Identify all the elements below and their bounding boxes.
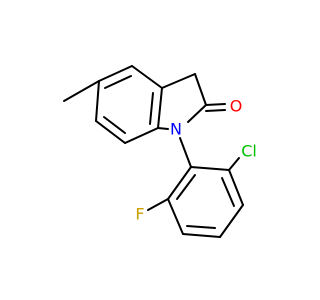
bond-phenyl-6-inner xyxy=(176,174,196,200)
bond-benzo-1-inner xyxy=(104,75,132,89)
bond-n-phenyl xyxy=(179,137,192,168)
bond-phenyl-4 xyxy=(182,233,221,238)
bond-benzo-3-inner xyxy=(149,92,154,125)
bond-phenyl-2-inner xyxy=(221,177,235,207)
bond-ring-ch2-a xyxy=(161,73,196,89)
bond-methyl xyxy=(63,80,100,102)
bond-phenyl-5 xyxy=(167,198,184,235)
molecule-structure: O N Cl F xyxy=(63,65,257,238)
atom-fluorine: F xyxy=(135,205,144,224)
atom-oxygen: O xyxy=(230,97,243,116)
bond-ring-n-aryl xyxy=(157,127,169,130)
bond-benzo-6 xyxy=(95,80,100,122)
bond-carbonyl-2 xyxy=(205,109,226,112)
bond-benzo-5-inner xyxy=(103,116,126,134)
bond-cl xyxy=(228,157,240,171)
bond-benzo-3 xyxy=(157,87,163,129)
bond-phenyl-4-inner xyxy=(186,225,216,229)
atom-chlorine: Cl xyxy=(241,142,257,161)
bond-phenyl-2 xyxy=(228,169,244,206)
bond-ring-carbonyl-n xyxy=(187,104,207,123)
bond-benzo-5 xyxy=(95,120,126,144)
bond-f xyxy=(147,198,169,211)
bond-phenyl-1 xyxy=(190,166,230,171)
bond-phenyl-6 xyxy=(167,166,192,200)
bond-benzo-1 xyxy=(98,65,133,82)
bond-skeleton xyxy=(63,65,244,238)
bond-benzo-4 xyxy=(124,127,159,144)
bond-carbonyl-1 xyxy=(205,103,226,106)
bond-benzo-2 xyxy=(131,65,163,89)
bond-phenyl-3 xyxy=(219,204,244,238)
atom-nitrogen: N xyxy=(170,120,182,139)
bond-ring-ch2-b xyxy=(194,73,207,106)
